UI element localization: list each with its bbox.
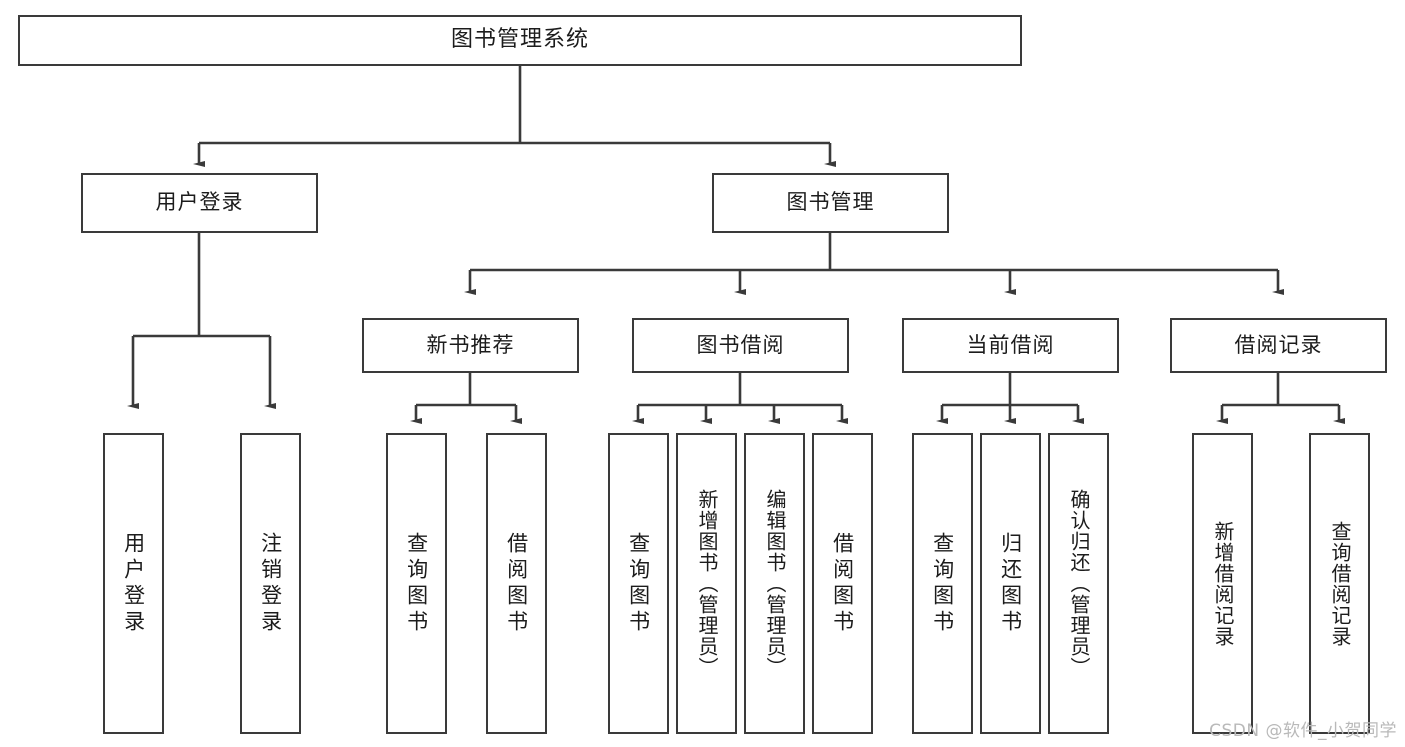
node-borrow-record[interactable]: 借阅记录 [1170,318,1387,373]
leaf-borrow-book-recommend[interactable]: 借阅图书 [486,433,547,734]
leaf-borrow-book-borrow[interactable]: 借阅图书 [812,433,873,734]
node-label: 查询图书 [626,531,651,636]
node-label: 新书推荐 [426,332,515,357]
leaf-user-logout[interactable]: 注销登录 [240,433,301,734]
leaf-query-book-borrow[interactable]: 查询图书 [608,433,669,734]
node-label: 借阅记录 [1234,332,1323,357]
node-label: 新增图书（管理员） [695,489,719,678]
watermark-text: CSDN @软件_小贺同学 [1209,721,1397,741]
leaf-user-login[interactable]: 用户登录 [103,433,164,734]
node-root-book-management-system[interactable]: 图书管理系统 [18,15,1022,66]
node-label: 用户登录 [155,190,244,215]
node-label: 用户登录 [121,531,146,636]
node-label: 查询图书 [404,531,429,636]
node-label: 编辑图书（管理员） [763,489,787,678]
node-new-book-recommend[interactable]: 新书推荐 [362,318,579,373]
node-label: 查询图书 [930,531,955,636]
leaf-query-borrow-record[interactable]: 查询借阅记录 [1309,433,1370,734]
leaf-query-book-recommend[interactable]: 查询图书 [386,433,447,734]
node-label: 新增借阅记录 [1211,520,1235,647]
node-label: 图书管理 [786,190,875,215]
leaf-edit-book-admin[interactable]: 编辑图书（管理员） [744,433,805,734]
leaf-add-borrow-record[interactable]: 新增借阅记录 [1192,433,1253,734]
node-label: 确认归还（管理员） [1067,489,1091,678]
node-label: 图书管理系统 [450,27,589,53]
node-label: 图书借阅 [696,332,785,357]
node-book-management[interactable]: 图书管理 [712,173,949,233]
node-label: 查询借阅记录 [1328,520,1352,647]
node-user-login[interactable]: 用户登录 [81,173,318,233]
node-book-borrow[interactable]: 图书借阅 [632,318,849,373]
node-label: 借阅图书 [830,531,855,636]
node-label: 归还图书 [998,531,1023,636]
leaf-return-book[interactable]: 归还图书 [980,433,1041,734]
leaf-add-book-admin[interactable]: 新增图书（管理员） [676,433,737,734]
node-label: 借阅图书 [504,531,529,636]
node-current-borrow[interactable]: 当前借阅 [902,318,1119,373]
leaf-query-book-current[interactable]: 查询图书 [912,433,973,734]
node-label: 当前借阅 [966,332,1055,357]
leaf-confirm-return-admin[interactable]: 确认归还（管理员） [1048,433,1109,734]
node-label: 注销登录 [258,531,283,636]
